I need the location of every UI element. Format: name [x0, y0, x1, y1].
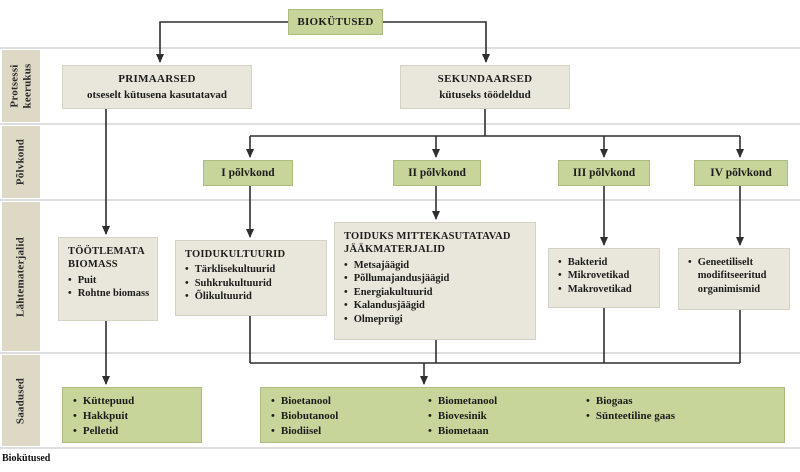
bullet-list: •Biogaas •Sünteetiline gaas	[586, 394, 675, 424]
bullet-item: •Puit	[68, 274, 97, 286]
sidebar-row-products: Saadused	[2, 355, 40, 446]
node-sekundaarsed: SEKUNDAARSED kütuseks töödeldud	[400, 65, 570, 109]
node-generation-3: III põlvkond	[558, 160, 650, 186]
bullet-icon: •	[558, 257, 562, 268]
bullet-item: •Põllumajandusjäägid	[344, 273, 450, 285]
bullet-icon: •	[73, 409, 77, 422]
bullet-item: •Hakkpuit	[73, 409, 129, 422]
bullet-icon: •	[344, 313, 348, 325]
node-nonfood-waste: TOIDUKS MITTEKASUTATAVAD JÄÄKMATERJALID …	[334, 222, 536, 340]
sidebar-label: Lähtematerjalid	[14, 236, 27, 317]
arrow-root-primary	[156, 21, 288, 63]
bullet-list: •Puit •Rohtne biomass	[68, 274, 151, 301]
node-solid-products: •Küttepuud •Hakkpuit •Pelletid	[62, 387, 202, 443]
bullet-list: •Tärklisekultuurid•Suhkrukultuurid •Õliku…	[185, 263, 320, 303]
node-generation-1: I põlvkond	[203, 160, 293, 186]
bullet-item: •Suhkrukultuurid	[185, 277, 272, 289]
bullet-item: •Õlikultuurid	[185, 291, 252, 303]
bullet-item: •Bioetanool	[271, 395, 331, 407]
bullet-icon: •	[185, 291, 189, 303]
bullet-icon: •	[586, 409, 590, 422]
node-generation-2: II põlvkond	[393, 160, 481, 186]
bullet-icon: •	[271, 409, 275, 422]
bullet-icon: •	[428, 424, 432, 437]
bullet-item: •Biometanool	[428, 395, 498, 407]
bullet-item: •Biodiisel	[271, 424, 322, 437]
bullet-list: •Bioetanool •Biobutanool •Biodiisel	[271, 394, 428, 439]
sidebar-label: Protsessi keerukus	[8, 63, 33, 109]
bullet-icon: •	[344, 273, 348, 285]
bullet-item: •Makrovetikad	[558, 283, 632, 295]
bullet-item: •Rohtne biomass	[68, 288, 150, 300]
bullet-list: •Bakterid •Mikrovetikad•Makrovetikad	[558, 256, 653, 296]
bullet-item: •Biobutanool	[271, 409, 339, 422]
node-title: TÖÖTLEMATA BIOMASS	[68, 246, 145, 271]
bullet-item: •Tärklisekultuurid	[185, 264, 276, 276]
sidebar-row-process: Protsessi keerukus	[2, 50, 40, 122]
bullet-item: •Mikrovetikad	[558, 270, 630, 282]
node-generation-4: IV põlvkond	[694, 160, 788, 186]
node-subtitle: otseselt kütusena kasutatavad	[87, 88, 227, 101]
bullet-icon: •	[271, 395, 275, 407]
bullet-item: •Pelletid	[73, 424, 119, 437]
bullet-item: •Geneetiliselt modifitseeritud organimis…	[688, 257, 767, 295]
bullet-icon: •	[68, 274, 72, 286]
bullet-icon: •	[344, 300, 348, 312]
bullet-list: •Küttepuud •Hakkpuit •Pelletid	[73, 394, 197, 439]
bullet-icon: •	[73, 424, 77, 437]
bullet-icon: •	[344, 259, 348, 271]
bullet-list: •Metsajäägid •Põllumajandusjäägid•Energia…	[344, 259, 529, 326]
sidebar-label: Saadused	[14, 377, 27, 424]
node-title: TOIDUKULTUURID	[185, 249, 286, 260]
bullet-list: •Biometanool •Biovesinik •Biometaan	[428, 394, 586, 439]
bullet-icon: •	[688, 257, 692, 268]
bullet-icon: •	[428, 395, 432, 407]
bullet-icon: •	[68, 288, 72, 300]
bullet-item: •Sünteetiline gaas	[586, 409, 676, 422]
node-main-products: •Bioetanool •Biobutanool •Biodiisel •Biome…	[260, 387, 785, 443]
bullet-list: •Geneetiliselt modifitseeritud organimis…	[688, 256, 783, 296]
bullet-icon: •	[271, 424, 275, 437]
node-microbes: •Bakterid •Mikrovetikad•Makrovetikad	[548, 248, 660, 308]
node-title: TOIDUKS MITTEKASUTATAVAD JÄÄKMATERJALID	[344, 231, 511, 256]
bullet-item: •Bakterid	[558, 257, 608, 268]
node-title: SEKUNDAARSED	[437, 73, 533, 85]
bullet-icon: •	[428, 409, 432, 422]
figure-caption: Biokütused	[2, 453, 51, 464]
node-primaarsed: PRIMAARSED otseselt kütusena kasutatavad	[62, 65, 252, 109]
node-subtitle: kütuseks töödeldud	[439, 88, 531, 101]
node-biokutused: BIOKÜTUSED	[288, 9, 383, 35]
sidebar-row-materials: Lähtematerjalid	[2, 202, 40, 351]
bullet-item: •Biogaas	[586, 395, 633, 407]
bullet-item: •Biometaan	[428, 424, 489, 437]
bullet-icon: •	[185, 277, 189, 289]
bullet-icon: •	[558, 283, 562, 295]
bullet-icon: •	[185, 264, 189, 276]
bullet-item: •Kalandusjäägid	[344, 300, 425, 312]
bullet-item: •Olmeprügi	[344, 313, 403, 325]
bullet-icon: •	[558, 270, 562, 282]
bullet-item: •Biovesinik	[428, 409, 487, 422]
node-title: PRIMAARSED	[118, 73, 196, 85]
sidebar-row-generation: Põlvkond	[2, 126, 40, 198]
bullet-item: •Metsajäägid	[344, 259, 410, 271]
bullet-icon: •	[344, 286, 348, 298]
sidebar-label: Põlvkond	[14, 138, 27, 186]
bullet-icon: •	[73, 395, 77, 407]
bullet-item: •Energiakultuurid	[344, 286, 433, 298]
node-gmo: •Geneetiliselt modifitseeritud organimis…	[678, 248, 790, 310]
node-food-crops: TOIDUKULTUURID •Tärklisekultuurid•Suhkru…	[175, 240, 327, 316]
bullet-item: •Küttepuud	[73, 395, 135, 407]
node-untreated-biomass: TÖÖTLEMATA BIOMASS •Puit •Rohtne biomass	[58, 237, 158, 321]
arrow-root-secondary	[383, 21, 490, 63]
bullet-icon: •	[586, 395, 590, 407]
